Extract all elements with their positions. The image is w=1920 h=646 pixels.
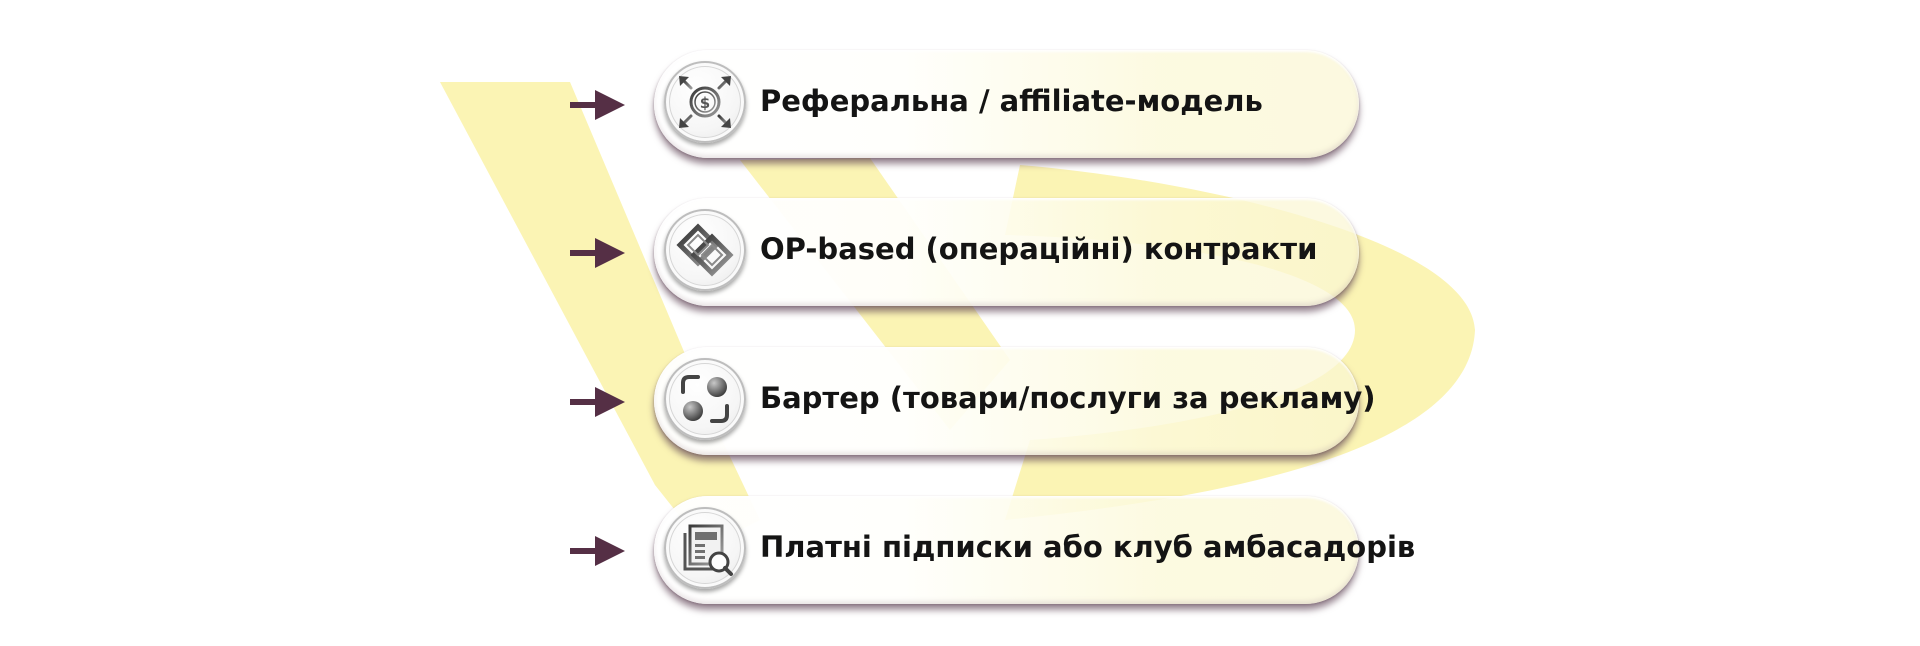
arrow-right-icon bbox=[570, 536, 625, 566]
icon-badge bbox=[664, 209, 746, 291]
icon-badge bbox=[664, 358, 746, 440]
list-item-op-contracts: OP-based (операційні) контракти bbox=[570, 198, 1370, 308]
barter-card[interactable]: Бартер (товари/послуги за рекламу) bbox=[654, 347, 1376, 455]
arrow-right-icon bbox=[570, 387, 625, 417]
svg-text:$: $ bbox=[700, 94, 710, 112]
item-label: Реферальна / affiliate-модель bbox=[760, 84, 1263, 118]
dollar-arrows-icon: $ bbox=[679, 76, 731, 128]
item-label: OP-based (операційні) контракти bbox=[760, 232, 1318, 266]
op-contracts-card[interactable]: OP-based (операційні) контракти bbox=[654, 198, 1359, 306]
list-item-subscriptions: Платні підписки або клуб амбасадорів bbox=[570, 496, 1415, 606]
icon-badge: $ bbox=[664, 61, 746, 143]
subscriptions-card[interactable]: Платні підписки або клуб амбасадорів bbox=[654, 496, 1415, 604]
referral-model-card[interactable]: $ Реферальна / affiliate-модел bbox=[654, 50, 1359, 158]
item-label: Бартер (товари/послуги за рекламу) bbox=[760, 381, 1376, 415]
exchange-icon bbox=[681, 375, 729, 423]
document-subscription-icon bbox=[683, 524, 733, 576]
list-item-barter: Бартер (товари/послуги за рекламу) bbox=[570, 347, 1376, 457]
list-item-referral: $ Реферальна / affiliate-модел bbox=[570, 50, 1370, 160]
arrow-right-icon bbox=[570, 238, 625, 268]
icon-badge bbox=[664, 507, 746, 589]
item-label: Платні підписки або клуб амбасадорів bbox=[760, 530, 1416, 564]
arrow-right-icon bbox=[570, 90, 625, 120]
interlocking-squares-icon bbox=[676, 223, 734, 277]
